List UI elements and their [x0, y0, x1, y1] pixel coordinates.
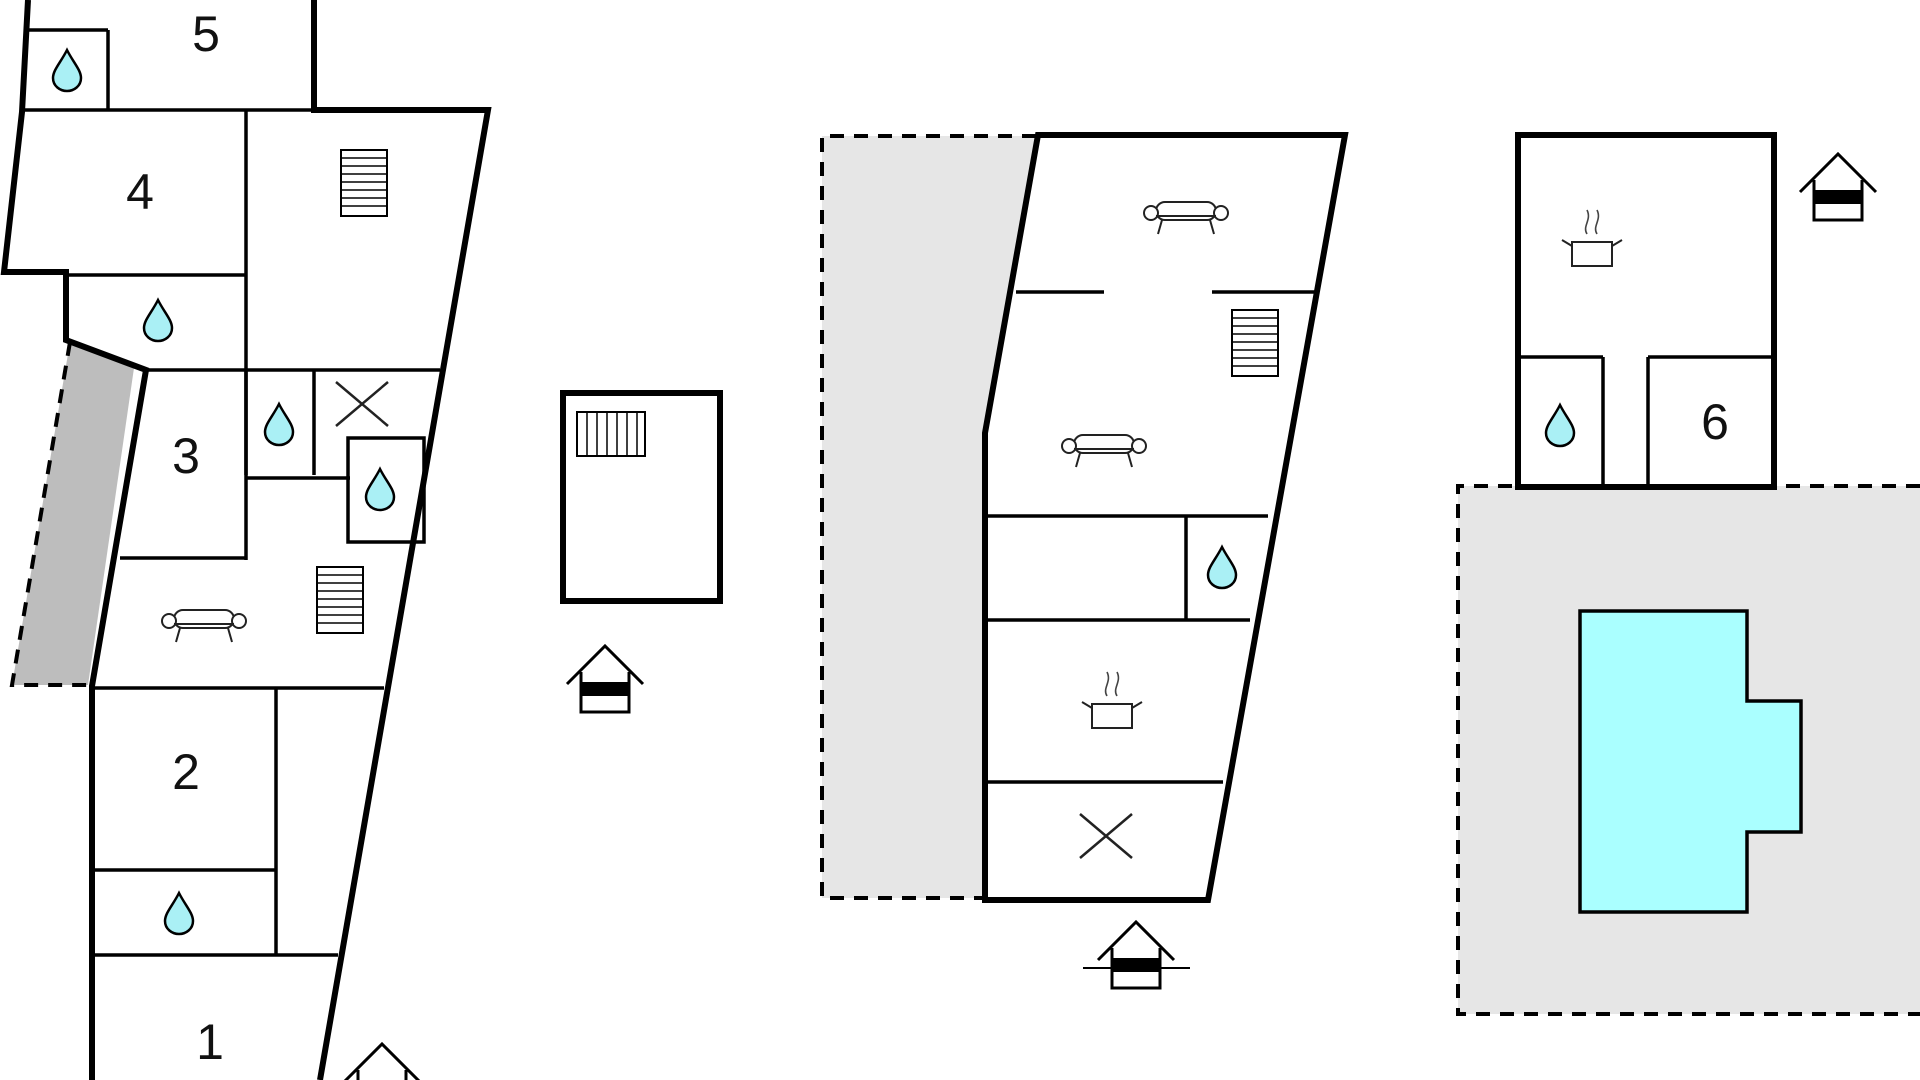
- terrace-area: [12, 342, 134, 685]
- sofa-icon: [161, 609, 247, 643]
- left-building: 5 4 3 2 1: [0, 0, 492, 1080]
- middle-building-outer-wall: [982, 132, 1349, 903]
- entrance-icon: [1096, 920, 1176, 990]
- yard-dashed-edge: [820, 134, 1036, 900]
- right-building-outer-wall: [1515, 132, 1777, 490]
- water-drop-icon: [51, 48, 83, 93]
- cross-icon: [334, 380, 390, 428]
- room-number-1: 1: [196, 1014, 224, 1070]
- cooking-pot-icon: [1561, 209, 1623, 267]
- right-building: 6: [1456, 132, 1920, 1016]
- room-number-5: 5: [192, 6, 220, 62]
- room-number-6: 6: [1701, 394, 1729, 450]
- hut-wall: [560, 390, 723, 604]
- swimming-pool: [1578, 609, 1803, 914]
- water-drop-icon: [163, 891, 195, 936]
- sofa-icon: [1143, 201, 1229, 235]
- water-drop-icon: [1206, 545, 1238, 590]
- left-building-outer-wall-right: [311, 0, 492, 1080]
- water-drop-icon: [1544, 403, 1576, 448]
- sofa-icon: [1061, 434, 1147, 468]
- room-number-4: 4: [126, 164, 154, 220]
- water-drop-icon: [142, 298, 174, 343]
- entrance-icon: [342, 1042, 422, 1080]
- room-number-3: 3: [172, 428, 200, 484]
- middle-building: [820, 132, 1349, 990]
- stairs-icon: [576, 411, 646, 457]
- room-number-2: 2: [172, 744, 200, 800]
- cross-icon: [1078, 812, 1134, 860]
- stairs-icon: [340, 149, 388, 217]
- stairs-icon: [1231, 309, 1279, 377]
- cooking-pot-icon: [1081, 671, 1143, 729]
- pool-deck-dashed-edge: [1456, 484, 1920, 1016]
- terrace-dashed-edge: [9, 341, 88, 687]
- left-building-outer-wall: [0, 0, 150, 1080]
- water-drop-icon: [263, 402, 295, 447]
- entrance-icon: [1798, 152, 1878, 222]
- entrance-icon: [565, 644, 645, 714]
- small-hut: [560, 390, 723, 714]
- water-drop-icon: [364, 467, 396, 512]
- stairs-icon: [316, 566, 364, 634]
